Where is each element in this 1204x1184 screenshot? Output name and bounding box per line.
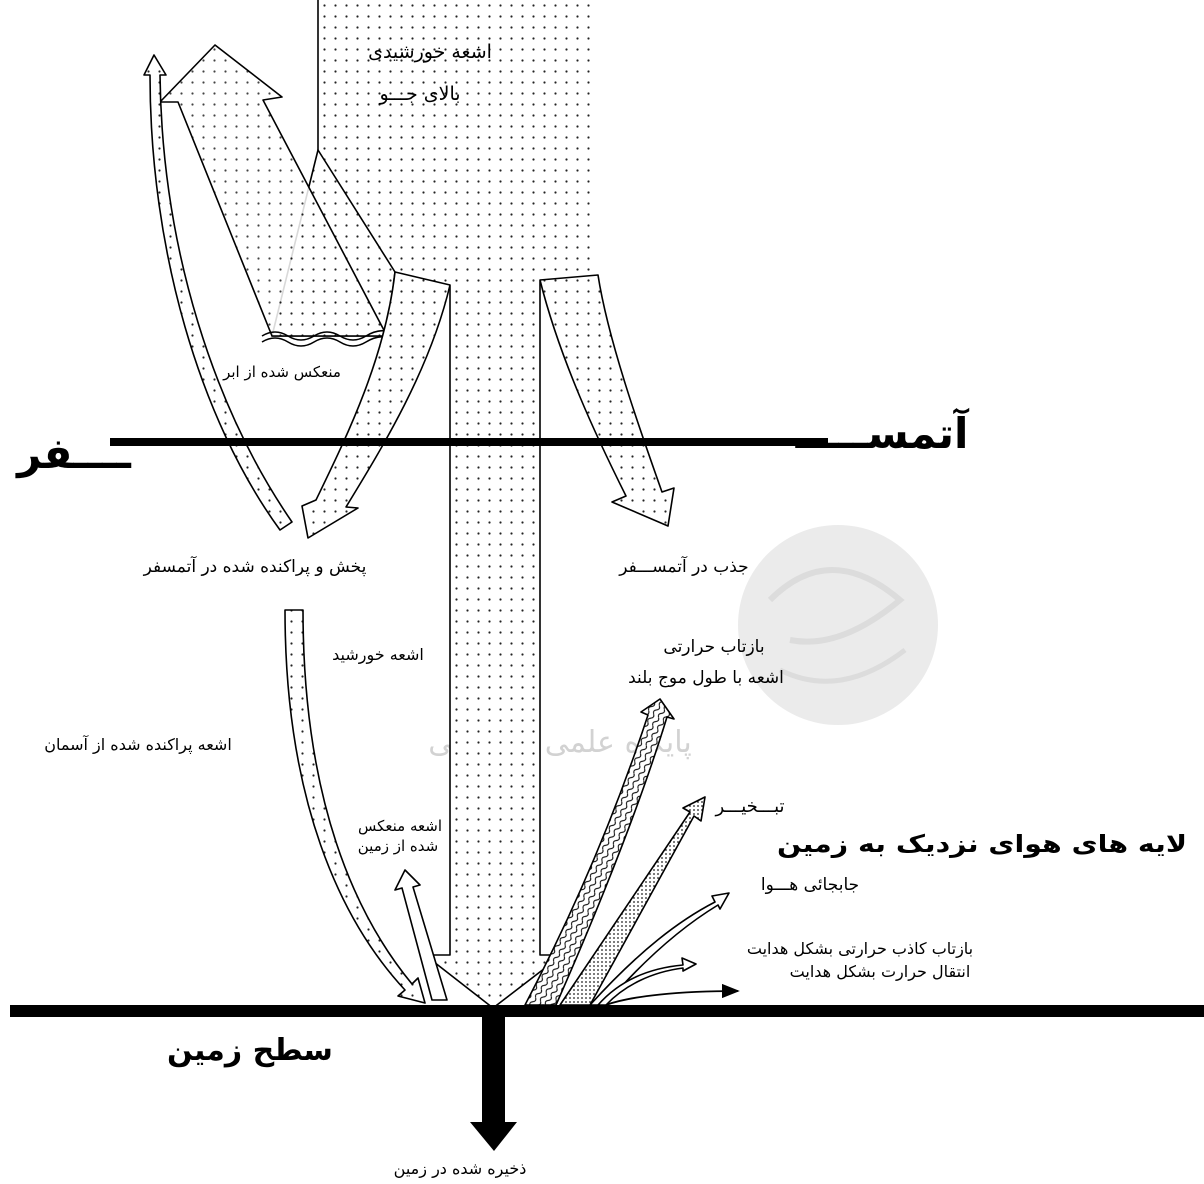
- sky-scattered-arrow: [285, 610, 425, 1003]
- absorbed-in-atmosphere-label: جذب در آتمســـفر: [618, 555, 748, 577]
- ground-reflected-label-line2: شده از زمین: [358, 837, 438, 855]
- top-label-line2: بالای جـــو: [378, 83, 460, 105]
- ground-reflected-label-line1: اشعه منعکس: [358, 817, 442, 835]
- direct-solar-beam: [425, 280, 562, 1008]
- thermal-reflection-label: بازتاب حرارتی: [663, 637, 764, 657]
- convection-label: جابجائی هـــوا: [761, 875, 859, 895]
- near-ground-air-label: لایه های هوای نزدیک به زمین: [777, 830, 1187, 858]
- atmosphere-label-left: ــــفر: [15, 429, 131, 479]
- top-label-line1: اشعه خورشیدی: [368, 41, 492, 63]
- ground-line: [10, 1005, 1204, 1017]
- stored-in-ground-label: ذخیره شده در زمین: [394, 1159, 527, 1179]
- conduction-arrow: [606, 991, 738, 1005]
- cloud-reflection-label: منعکس شده از ابر: [222, 363, 341, 381]
- atmosphere-label-right: آتمســـــ: [795, 408, 970, 458]
- ground-surface-label: سطح زمین: [167, 1033, 333, 1068]
- evaporation-label: تبـــخیـــر: [714, 796, 784, 817]
- sky-scattered-label: اشعه پراکنده شده از آسمان: [44, 735, 232, 755]
- long-wave-label: اشعه با طول موج بلند: [628, 668, 784, 688]
- scattered-in-atmosphere-label: پخش و پراکنده شده در آتمسفر: [143, 555, 367, 577]
- atmosphere-absorption-arrow: [540, 275, 674, 526]
- atmosphere-line: [110, 438, 828, 446]
- ground-storage-arrow: [470, 1012, 517, 1151]
- conduction-label: انتقال حرارت بشکل هدایت: [790, 962, 971, 982]
- solar-radiation-label: اشعه خورشید: [332, 645, 424, 665]
- watermark-logo: [738, 525, 938, 725]
- false-reflection-label: بازتاب کاذب حرارتی بشکل هدایت: [747, 939, 973, 959]
